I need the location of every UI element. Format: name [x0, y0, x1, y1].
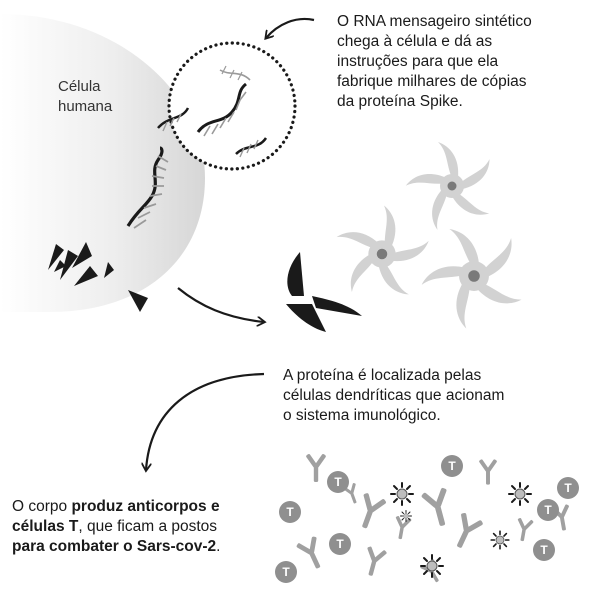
t-cell-label: T: [564, 481, 572, 495]
t-cell-label: T: [286, 505, 294, 519]
caption-line: O RNA mensageiro sintético: [337, 13, 532, 30]
arrow-curved-icon: [146, 372, 265, 470]
cell-label-line: Célula: [58, 78, 101, 95]
step3-caption: O corpo produz anticorpos e células T, q…: [12, 497, 252, 557]
cell-label-line: humana: [58, 98, 113, 115]
arrow-curved-icon: [177, 287, 264, 322]
caption-line: para combater o Sars-cov-2.: [12, 537, 252, 557]
step1-caption: O RNA mensageiro sintético chega à célul…: [337, 12, 587, 112]
t-cell-label: T: [448, 459, 456, 473]
caption-text: O corpo: [12, 498, 72, 515]
dendritic-cell-icon: [421, 224, 523, 329]
mrna-strand-icon: [157, 107, 190, 132]
cell-label: Célula humana: [58, 77, 112, 117]
caption-line: instruções para que ela: [337, 53, 499, 70]
virus-icon: [390, 482, 532, 578]
t-cell-label: T: [336, 537, 344, 551]
caption-line: o sistema imunológico.: [283, 407, 441, 424]
mrna-strand-icon: [219, 65, 251, 81]
arrow-curved-icon: [266, 17, 315, 38]
caption-line: células T, que ficam a postos: [12, 517, 252, 537]
t-cell-label: T: [282, 565, 290, 579]
caption-text: , que ficam a postos: [78, 518, 218, 535]
t-cell-label: T: [540, 543, 548, 557]
t-cell-label: T: [544, 503, 552, 517]
caption-bold-text: células T: [12, 518, 79, 535]
caption-line: fabrique milhares de cópias: [337, 73, 527, 90]
t-cell-icon: [275, 455, 579, 583]
spike-protein-icon: [286, 252, 362, 332]
caption-line: células dendríticas que acionam: [283, 387, 505, 404]
caption-line: A proteína é localizada pelas: [283, 367, 482, 384]
mrna-zoom-circle: [167, 41, 297, 171]
caption-line: da proteína Spike.: [337, 93, 463, 110]
caption-line: chega à célula e dá as: [337, 33, 493, 50]
t-cell-label: T: [334, 475, 342, 489]
caption-bold-text: para combater o Sars-cov-2: [12, 538, 217, 555]
mrna-strand-icon: [235, 137, 268, 158]
mrna-strand-icon: [126, 146, 169, 229]
caption-bold-text: produz anticorpos e: [71, 498, 220, 515]
mrna-strand-icon: [196, 82, 248, 137]
dendritic-cell-icon: [405, 142, 496, 230]
caption-line: O corpo produz anticorpos e: [12, 497, 252, 517]
human-cell: [0, 14, 205, 312]
spike-protein-icon: [48, 242, 148, 312]
dendritic-cell-icon: [336, 205, 429, 301]
step2-caption: A proteína é localizada pelas células de…: [283, 366, 583, 426]
caption-text: .: [216, 538, 221, 555]
